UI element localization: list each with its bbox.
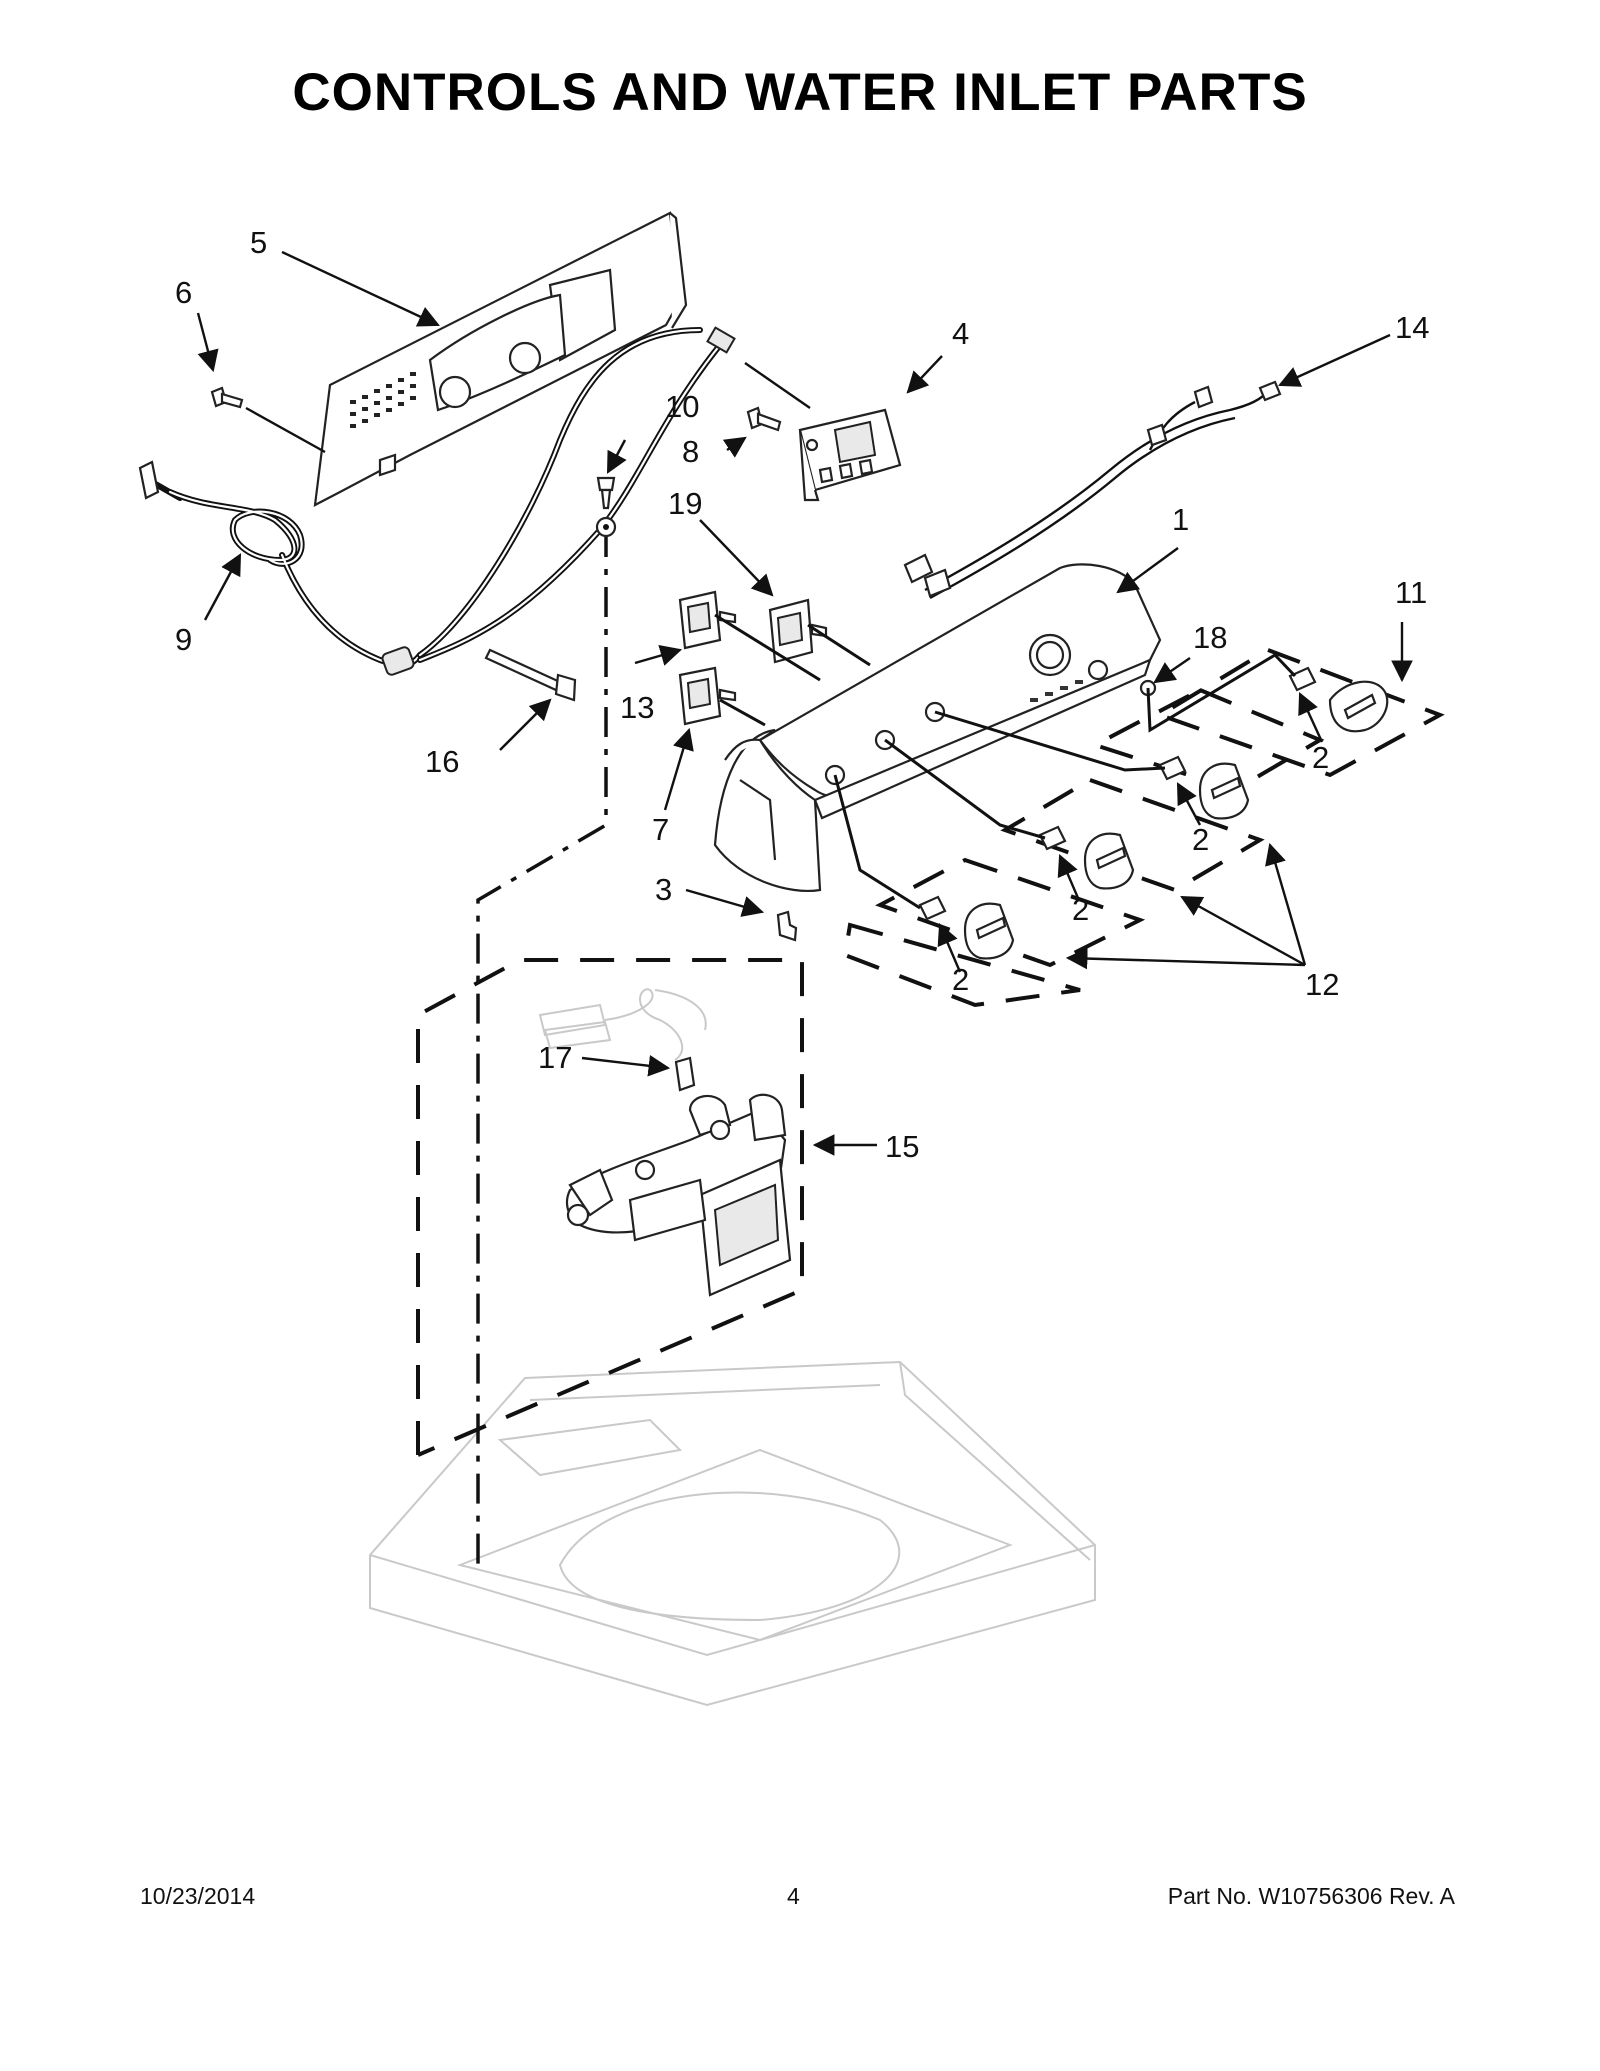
- callout-4: 4: [952, 316, 969, 351]
- callout-13: 13: [620, 690, 654, 725]
- callout-1: 1: [1172, 502, 1189, 537]
- knob-alignment-lines: [714, 613, 1297, 910]
- footer-part-number: Part No. W10756306 Rev. A: [1167, 1883, 1455, 1909]
- footer-page-number: 4: [787, 1883, 800, 1909]
- power-cord: [138, 460, 423, 676]
- footer-date: 10/23/2014: [140, 1883, 256, 1909]
- callout-8: 8: [682, 434, 699, 469]
- callout-18: 18: [1193, 620, 1227, 655]
- callout-5: 5: [250, 225, 267, 260]
- callout-19: 19: [668, 486, 702, 521]
- knobs: [918, 666, 1389, 960]
- callout-2-top: 2: [1312, 740, 1329, 775]
- callout-6: 6: [175, 275, 192, 310]
- callout-14: 14: [1395, 310, 1429, 345]
- assembly-reference-lines: [476, 527, 608, 1565]
- callout-leaders: [196, 250, 1413, 1156]
- callout-11: 11: [1395, 575, 1427, 610]
- callout-7: 7: [652, 812, 669, 847]
- callout-2-bottom: 2: [952, 962, 969, 997]
- console-wire-harness: [417, 326, 736, 663]
- callout-10: 10: [665, 389, 699, 424]
- callout-2-second: 2: [1192, 822, 1209, 857]
- callout-12: 12: [1305, 967, 1339, 1002]
- cabinet-top: [369, 1360, 1096, 1707]
- callout-2-third: 2: [1072, 892, 1089, 927]
- ground-screw: [596, 476, 616, 510]
- callout-labels: 5 6 4 14 10 8 19 1 11 18 9 13 2 16 7 2 3…: [175, 225, 1429, 1164]
- wire-tie: [484, 648, 577, 702]
- callout-16: 16: [425, 744, 459, 779]
- wire-clip: [776, 910, 798, 942]
- callout-17: 17: [538, 1040, 572, 1075]
- wire-harness: [903, 380, 1282, 600]
- callout-3: 3: [655, 872, 672, 907]
- console: [713, 563, 1162, 892]
- callout-15: 15: [885, 1129, 919, 1164]
- page-title: CONTROLS AND WATER INLET PARTS: [292, 63, 1308, 122]
- callout-9: 9: [175, 622, 192, 657]
- console-back-panel: [313, 211, 688, 507]
- water-inlet-valve: [538, 988, 792, 1297]
- control-board: [798, 408, 902, 502]
- selector-switches: [678, 590, 828, 726]
- water-valve-assembly-box: [416, 958, 804, 1457]
- console-screw: [210, 386, 244, 409]
- control-board-screw: [746, 406, 782, 432]
